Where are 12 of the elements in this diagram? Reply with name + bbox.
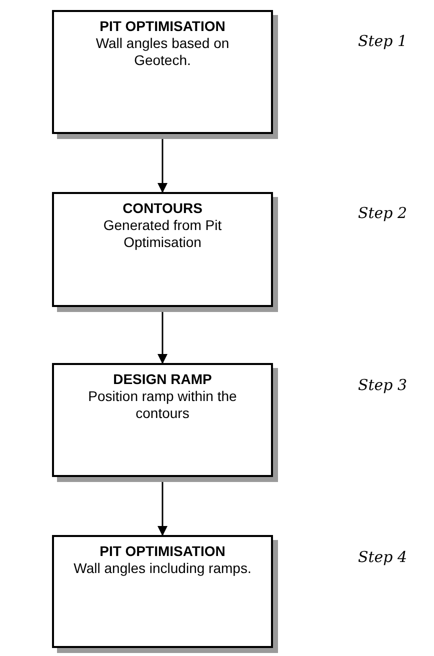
- box-heading: CONTOURS: [122, 200, 204, 217]
- step-label: Step 3: [358, 376, 408, 394]
- box-heading: PIT OPTIMISATION: [98, 18, 226, 35]
- step-label: Step 1: [358, 32, 408, 50]
- box-description: Generated from Pit Optimisation: [102, 217, 223, 251]
- step-label: Step 4: [358, 548, 408, 566]
- box-heading: PIT OPTIMISATION: [98, 543, 226, 560]
- step-label: Step 2: [358, 204, 408, 222]
- box-description: Wall angles based on Geotech.: [94, 35, 230, 69]
- box-description: Wall angles including ramps.: [74, 560, 252, 577]
- box-description: Position ramp within the contours: [87, 388, 238, 422]
- box-heading: DESIGN RAMP: [112, 371, 213, 388]
